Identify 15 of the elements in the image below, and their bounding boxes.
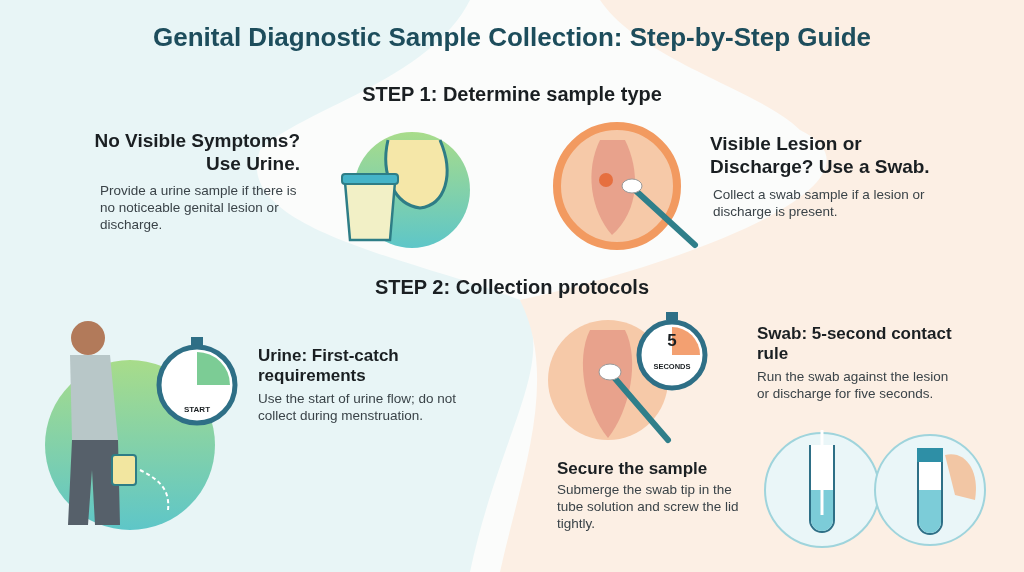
body-text: Use the start of urine flow; do not collect during menstruation. (258, 391, 458, 425)
title: Genital Diagnostic Sample Collection: Step-by-Step Guide (152, 22, 872, 53)
section-heading: Secure the sample (557, 459, 709, 480)
body-text: Collect a swab sample if a lesion or discharge is present. (713, 187, 926, 221)
section-heading: Swab: 5-second contact rule (757, 324, 953, 365)
body-text: Run the swab against the lesion or discharge for five seconds. (757, 369, 950, 403)
timer-text: 5 (666, 331, 678, 352)
step-heading: STEP 2: Collection protocols (373, 275, 651, 299)
step-heading: STEP 1: Determine sample type (361, 82, 663, 106)
section-heading: Visible Lesion or Discharge? Use a Swab. (710, 133, 931, 179)
section-heading: No Visible Symptoms? Use Urine. (93, 130, 300, 176)
body-text: Provide a urine sample if there is no noticeable genital lesion or discharge. (100, 183, 298, 234)
section-heading: Urine: First-catch requirements (258, 346, 400, 387)
body-text: Submerge the swab tip in the tube solution and screw the lid tightly. (557, 482, 740, 533)
timer-text: START (182, 405, 212, 415)
